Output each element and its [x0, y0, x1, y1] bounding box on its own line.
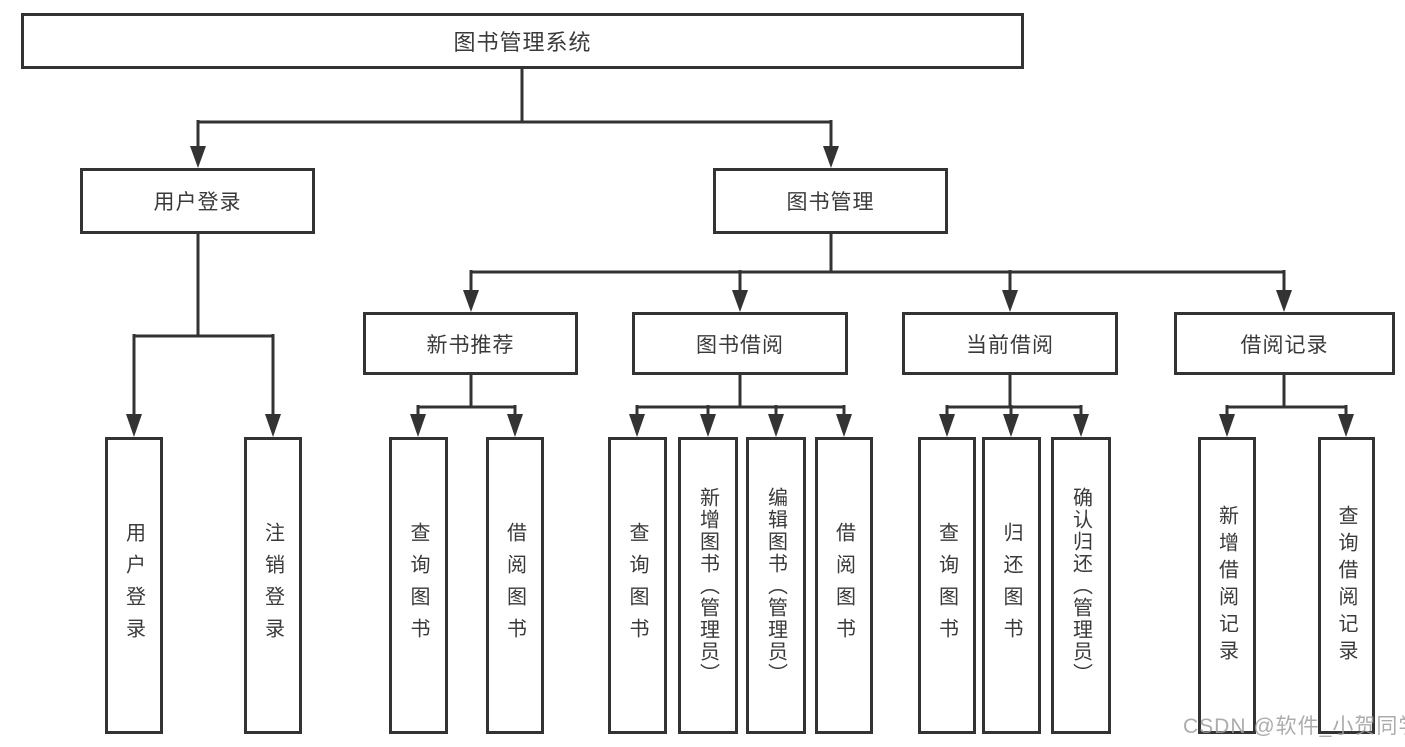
arrow-down-icon	[700, 414, 716, 437]
arrow-down-icon	[823, 146, 839, 168]
leaf-query-books-recommend: 查询图书	[389, 437, 448, 734]
arrow-down-icon	[1219, 414, 1235, 437]
node-root: 图书管理系统	[21, 13, 1024, 69]
connector-user-login	[132, 234, 275, 415]
leaf-borrow-books-recommend: 借阅图书	[486, 437, 544, 734]
leaf-borrow-books: 借阅图书	[815, 437, 873, 734]
arrow-down-icon	[1276, 290, 1292, 312]
watermark-text: CSDN @软件_小贺同学	[1183, 715, 1405, 738]
arrow-down-icon	[1338, 414, 1354, 437]
leaf-query-books-borrow: 查询图书	[608, 437, 667, 734]
node-new-book-recommend: 新书推荐	[363, 312, 578, 375]
arrow-down-icon	[1073, 414, 1089, 437]
connector-root	[196, 69, 833, 146]
arrow-down-icon	[768, 414, 784, 437]
leaf-query-books-current: 查询图书	[918, 437, 976, 734]
node-borrow-records: 借阅记录	[1174, 312, 1395, 375]
leaf-return-books: 归还图书	[982, 437, 1041, 734]
arrow-down-icon	[463, 290, 479, 312]
leaf-logout: 注销登录	[244, 437, 302, 734]
connector-book-borrow	[635, 375, 846, 415]
arrow-down-icon	[836, 414, 852, 437]
leaf-user-login: 用户登录	[105, 437, 163, 734]
connector-new-book	[416, 375, 517, 415]
leaf-edit-books-admin: 编辑图书（管理员）	[746, 437, 806, 734]
node-user-login: 用户登录	[80, 168, 315, 234]
connector-current-borrow	[945, 375, 1083, 415]
leaf-add-borrow-record: 新增借阅记录	[1198, 437, 1256, 734]
arrow-down-icon	[410, 414, 426, 437]
arrow-down-icon	[265, 414, 281, 437]
arrow-down-icon	[732, 290, 748, 312]
arrow-down-icon	[939, 414, 955, 437]
leaf-query-borrow-record: 查询借阅记录	[1318, 437, 1375, 734]
arrow-down-icon	[629, 414, 645, 437]
leaf-confirm-return-admin: 确认归还（管理员）	[1051, 437, 1111, 734]
connector-book-management	[469, 234, 1286, 290]
arrow-down-icon	[126, 414, 142, 437]
arrow-down-icon	[1003, 414, 1019, 437]
arrow-down-icon	[1002, 290, 1018, 312]
node-book-management: 图书管理	[713, 168, 948, 234]
arrow-down-icon	[190, 146, 206, 168]
arrow-down-icon	[507, 414, 523, 437]
node-current-borrow: 当前借阅	[902, 312, 1118, 375]
connector-borrow-records	[1225, 375, 1348, 415]
node-book-borrow: 图书借阅	[632, 312, 848, 375]
leaf-add-books-admin: 新增图书（管理员）	[678, 437, 738, 734]
